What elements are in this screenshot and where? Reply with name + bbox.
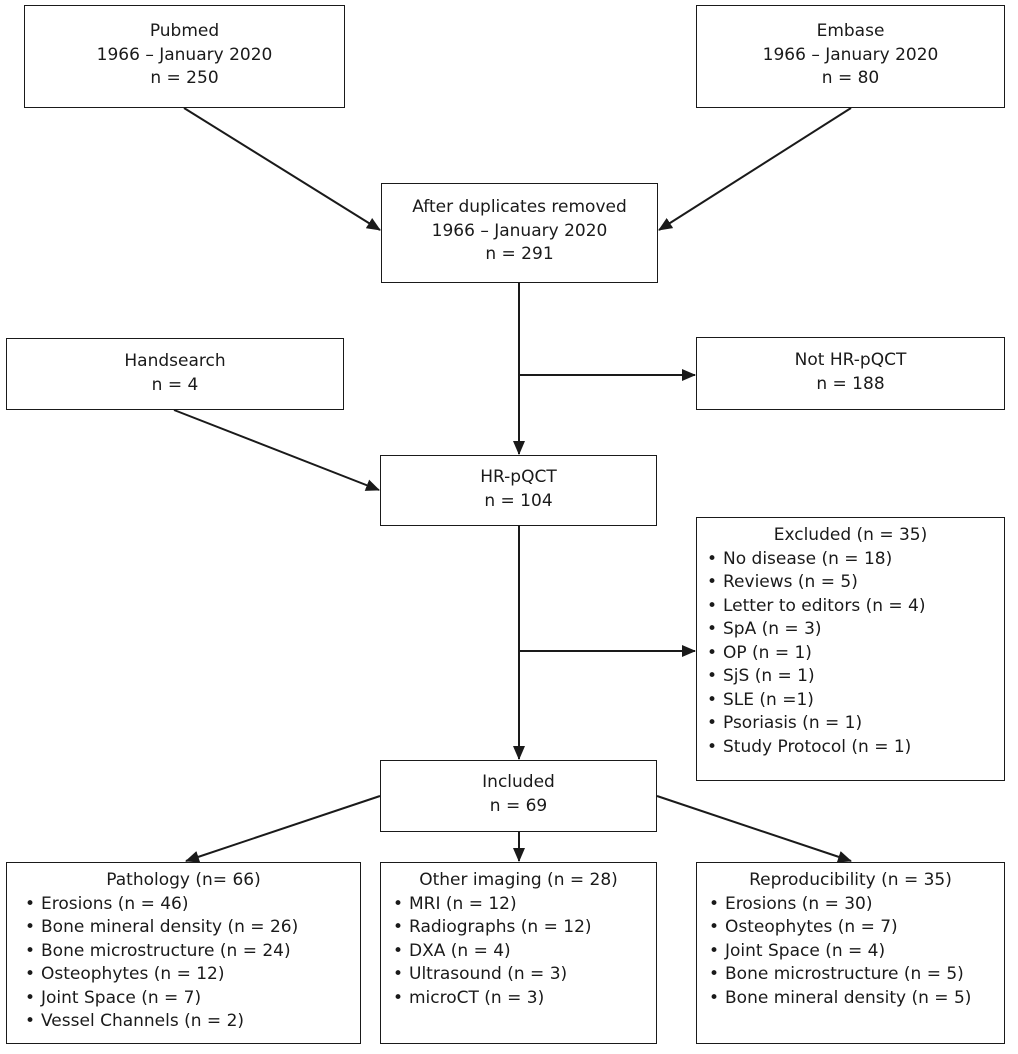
pathology-list: Erosions (n = 46) Bone mineral density (… [7, 893, 360, 1034]
list-item: SjS (n = 1) [707, 665, 1004, 689]
other-imaging-list: MRI (n = 12) Radiographs (n = 12) DXA (n… [381, 893, 656, 1011]
not-hrpqct-title: Not HR-pQCT [794, 350, 907, 370]
list-item: Osteophytes (n = 12) [25, 963, 360, 987]
list-item: Erosions (n = 30) [709, 893, 1004, 917]
list-item: No disease (n = 18) [707, 548, 1004, 572]
list-item: Psoriasis (n = 1) [707, 712, 1004, 736]
list-item: Joint Space (n = 7) [25, 987, 360, 1011]
list-item: Ultrasound (n = 3) [393, 963, 656, 987]
handsearch-box: Handsearch n = 4 [6, 338, 344, 410]
list-item: Bone mineral density (n = 26) [25, 916, 360, 940]
after-duplicates-count: n = 291 [485, 244, 554, 264]
not-hrpqct-box: Not HR-pQCT n = 188 [696, 337, 1005, 410]
list-item: Bone microstructure (n = 5) [709, 963, 1004, 987]
list-item: Bone microstructure (n = 24) [25, 940, 360, 964]
after-duplicates-title: After duplicates removed [412, 197, 627, 217]
hrpqct-count: n = 104 [484, 490, 553, 511]
included-title: Included [482, 772, 555, 792]
embase-title: Embase [816, 21, 885, 41]
list-item: Joint Space (n = 4) [709, 940, 1004, 964]
list-item: SLE (n =1) [707, 689, 1004, 713]
included-box: Included n = 69 [380, 760, 657, 832]
arrow-incl-to-repro [656, 795, 852, 863]
embase-range: 1966 – January 2020 [762, 44, 939, 65]
other-imaging-title: Other imaging (n = 28) [419, 870, 618, 890]
pathology-box: Pathology (n= 66) Erosions (n = 46) Bone… [6, 862, 361, 1044]
list-item: Reviews (n = 5) [707, 571, 1004, 595]
excluded-title: Excluded (n = 35) [773, 525, 928, 545]
not-hrpqct-count: n = 188 [816, 373, 885, 394]
excluded-list: No disease (n = 18) Reviews (n = 5) Lett… [697, 548, 1004, 760]
list-item: Erosions (n = 46) [25, 893, 360, 917]
list-item: DXA (n = 4) [393, 940, 656, 964]
pubmed-title: Pubmed [149, 21, 220, 41]
arrow-incl-to-path [185, 795, 381, 863]
embase-box: Embase 1966 – January 2020 n = 80 [696, 5, 1005, 108]
list-item: Bone mineral density (n = 5) [709, 987, 1004, 1011]
arrow-pubmed-to-dup [183, 107, 381, 231]
pubmed-range: 1966 – January 2020 [96, 44, 273, 65]
arrow-hand-to-hr [173, 409, 380, 491]
embase-count: n = 80 [821, 68, 880, 88]
list-item: SpA (n = 3) [707, 618, 1004, 642]
after-duplicates-box: After duplicates removed 1966 – January … [381, 183, 658, 283]
hrpqct-box: HR-pQCT n = 104 [380, 455, 657, 526]
list-item: Radiographs (n = 12) [393, 916, 656, 940]
list-item: Osteophytes (n = 7) [709, 916, 1004, 940]
reproducibility-title: Reproducibility (n = 35) [749, 870, 952, 890]
hrpqct-title: HR-pQCT [480, 467, 557, 487]
after-duplicates-range: 1966 – January 2020 [431, 220, 608, 241]
pathology-title: Pathology (n= 66) [106, 870, 261, 890]
excluded-box: Excluded (n = 35) No disease (n = 18) Re… [696, 517, 1005, 781]
handsearch-title: Handsearch [124, 351, 226, 371]
list-item: OP (n = 1) [707, 642, 1004, 666]
handsearch-count: n = 4 [151, 374, 199, 395]
list-item: MRI (n = 12) [393, 893, 656, 917]
pubmed-count: n = 250 [150, 68, 219, 88]
arrow-embase-to-dup [658, 107, 852, 231]
pubmed-box: Pubmed 1966 – January 2020 n = 250 [24, 5, 345, 108]
list-item: Vessel Channels (n = 2) [25, 1010, 360, 1034]
list-item: Study Protocol (n = 1) [707, 736, 1004, 760]
included-count: n = 69 [489, 795, 548, 816]
list-item: Letter to editors (n = 4) [707, 595, 1004, 619]
other-imaging-box: Other imaging (n = 28) MRI (n = 12) Radi… [380, 862, 657, 1044]
reproducibility-list: Erosions (n = 30) Osteophytes (n = 7) Jo… [697, 893, 1004, 1011]
list-item: microCT (n = 3) [393, 987, 656, 1011]
reproducibility-box: Reproducibility (n = 35) Erosions (n = 3… [696, 862, 1005, 1044]
